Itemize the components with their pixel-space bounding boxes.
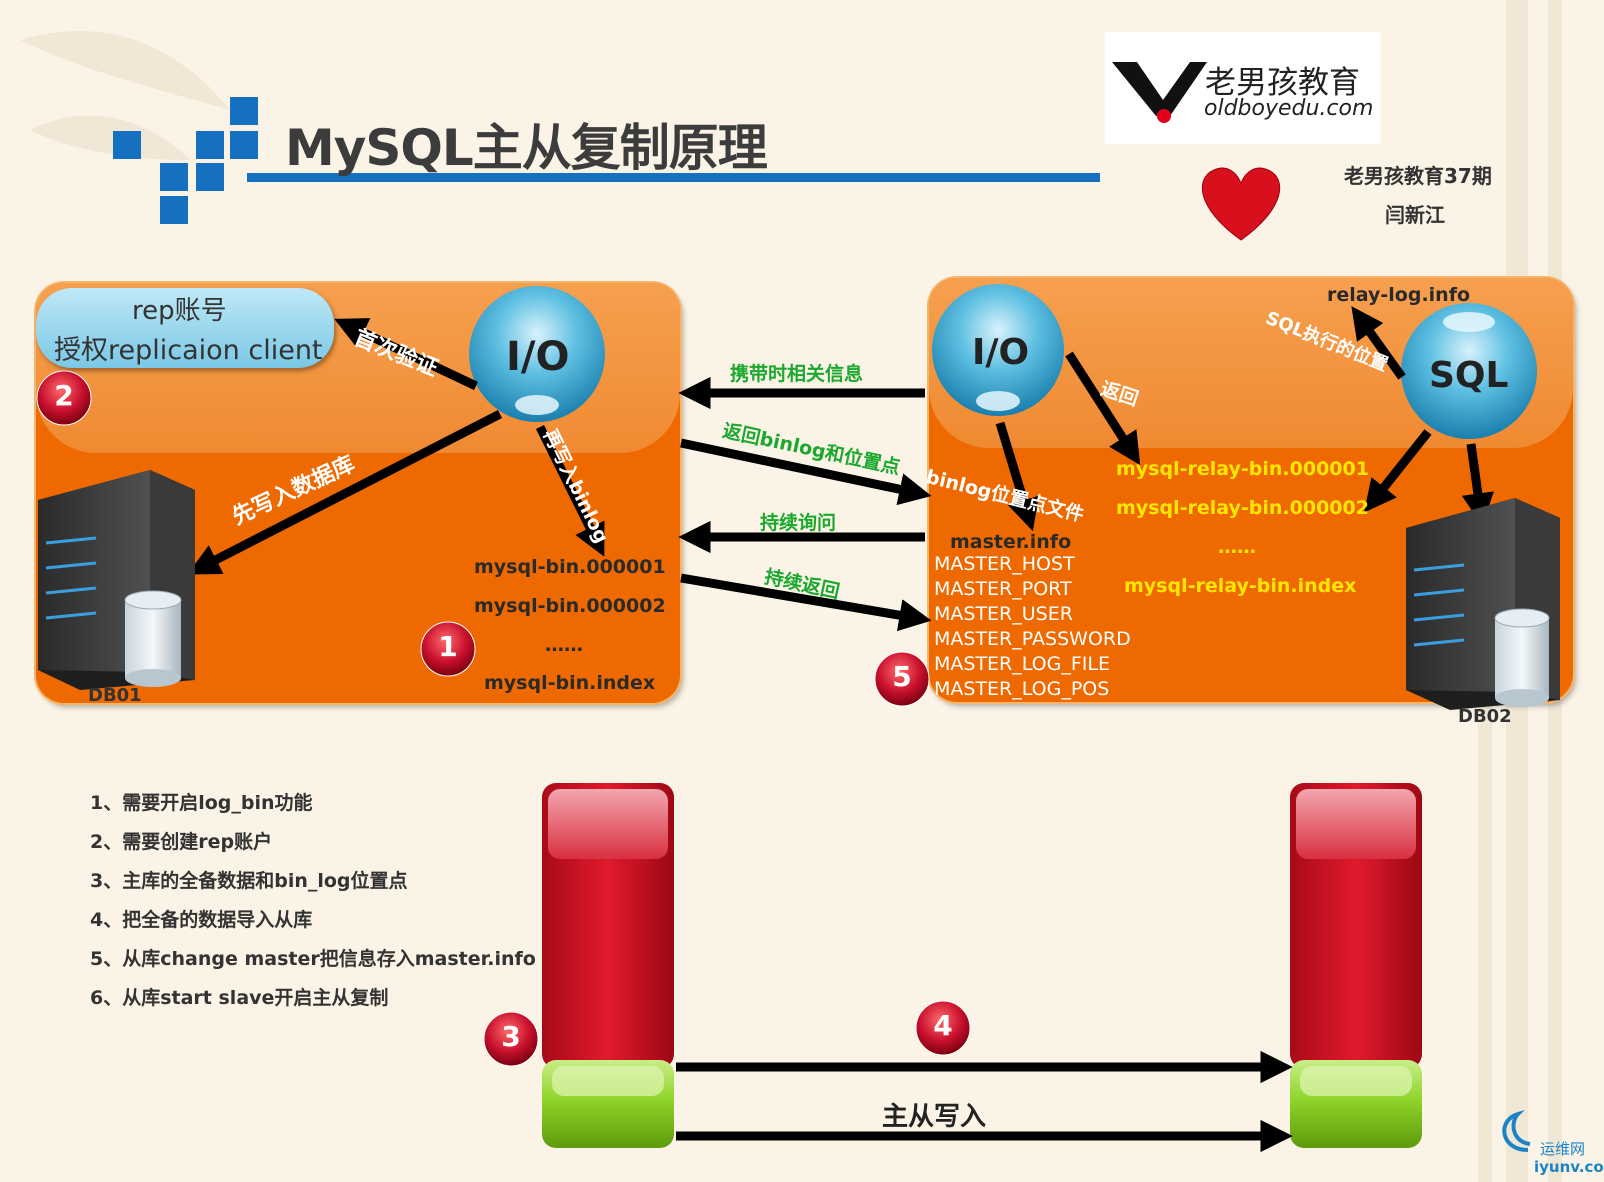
heart-icon	[1201, 167, 1281, 241]
step-item-4: 4、把全备的数据导入从库	[90, 909, 313, 931]
master-field-password: MASTER_PASSWORD	[934, 628, 1131, 650]
arrow-sql-relay	[1363, 429, 1432, 513]
badge-4: 4	[933, 1009, 953, 1042]
step-item-6: 6、从库start slave开启主从复制	[90, 987, 389, 1009]
master-field-log-file: MASTER_LOG_FILE	[934, 653, 1110, 675]
logo-text-en: oldboyedu.com	[1204, 96, 1374, 121]
arrow-sql-db	[1461, 443, 1494, 526]
badge-3: 3	[501, 1020, 521, 1053]
arrow-slave-return	[1065, 351, 1141, 466]
db02-label: DB02	[1458, 706, 1512, 727]
binlog-file-ellipsis: ……	[545, 634, 583, 656]
watermark-cn: 运维网	[1540, 1140, 1586, 1158]
master-slave-write-label: 主从写入	[882, 1102, 987, 1132]
slave-io-label: I/O	[972, 332, 1030, 373]
slave-bar	[1290, 783, 1422, 1148]
page-title: MySQL主从复制原理	[285, 119, 768, 177]
watermark-en: iyunv.com	[1534, 1158, 1604, 1176]
arrow-write-binlog	[535, 425, 605, 557]
arrow-first-verify	[334, 318, 478, 391]
step-item-2: 2、需要创建rep账户	[90, 831, 273, 853]
master-field-host: MASTER_HOST	[934, 553, 1075, 575]
master-field-port: MASTER_PORT	[934, 578, 1072, 600]
badge-circles	[36, 370, 971, 1067]
step-item-3: 3、主库的全备数据和bin_log位置点	[90, 870, 408, 892]
arrow-keep-return	[680, 573, 932, 632]
master-io-ball	[469, 286, 605, 422]
step-item-5: 5、从库change master把信息存入master.info	[90, 948, 536, 970]
relay-file-2: mysql-relay-bin.000002	[1116, 497, 1369, 519]
watermark-swirl-icon	[1502, 1109, 1531, 1152]
arrow-sql-position	[1351, 306, 1406, 380]
badge-1: 1	[438, 630, 458, 663]
carry-info-label: 携带时相关信息	[730, 363, 864, 385]
arrow-binlog-pos-file	[995, 421, 1039, 532]
slave-io-ball	[932, 284, 1064, 416]
logo-text-cn: 老男孩教育	[1205, 65, 1360, 101]
relay-file-1: mysql-relay-bin.000001	[1116, 458, 1369, 480]
master-field-log-pos: MASTER_LOG_POS	[934, 678, 1110, 700]
relay-file-ellipsis: ……	[1218, 536, 1256, 558]
binlog-file-1: mysql-bin.000001	[474, 556, 666, 578]
master-bar	[542, 783, 674, 1148]
db01-server-icon	[38, 470, 195, 690]
binlog-file-2: mysql-bin.000002	[474, 595, 666, 617]
master-field-user: MASTER_USER	[934, 603, 1073, 625]
arrow-write-db	[187, 409, 503, 575]
master-info-label: master.info	[950, 531, 1072, 553]
step-item-1: 1、需要开启log_bin功能	[90, 792, 313, 814]
side-note-line1: 老男孩教育37期	[1344, 164, 1492, 188]
rep-account-box	[36, 288, 334, 368]
arrow-return-binlog	[680, 438, 932, 506]
logo-mark-layer	[1112, 62, 1207, 123]
db01-label: DB01	[88, 685, 142, 706]
slave-sql-ball-shine	[1443, 312, 1495, 332]
master-io-label: I/O	[506, 334, 570, 380]
slave-sql-label: SQL	[1429, 355, 1509, 396]
master-io-ball-shine	[515, 395, 559, 415]
badge-2: 2	[54, 379, 74, 412]
relay-log-info-label: relay-log.info	[1327, 284, 1471, 306]
slave-sql-ball	[1401, 303, 1537, 439]
rep-grant-label: 授权replicaion client	[54, 335, 323, 366]
relay-index-file: mysql-relay-bin.index	[1124, 575, 1357, 597]
db02-server-icon	[1406, 498, 1560, 710]
badge-5: 5	[892, 660, 912, 693]
binlog-index-file: mysql-bin.index	[484, 672, 656, 694]
rep-account-label: rep账号	[132, 296, 227, 326]
title-squares-decoration	[113, 97, 258, 224]
title-underline	[247, 173, 1100, 182]
slave-io-ball-shine	[976, 391, 1020, 411]
side-note-line2: 闫新江	[1385, 203, 1445, 227]
keep-ask-label: 持续询问	[760, 512, 837, 534]
